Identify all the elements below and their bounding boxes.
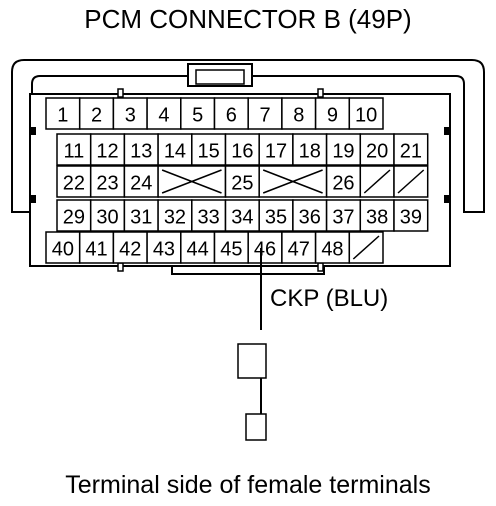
terminal-label: 1 [57,105,68,127]
terminal-21 [393,133,429,166]
terminal-43 [146,231,182,264]
diagram-title: PCM CONNECTOR B (49P) [84,4,412,34]
terminal-label: 26 [332,173,354,195]
terminal-24 [123,165,159,198]
terminal-26 [325,165,362,198]
wire-connector-lower [245,413,267,441]
terminal-label: 9 [327,105,338,127]
terminal-label: 44 [187,239,209,261]
terminal-1 [45,97,81,130]
terminal-13 [123,133,159,166]
terminal-label: 39 [400,207,422,229]
terminal-label: 30 [96,207,118,229]
terminal-label: 12 [96,141,118,163]
terminal-label: 2 [91,105,102,127]
terminal-label: 20 [366,141,388,163]
terminal-label: 29 [63,207,85,229]
terminal-label: 19 [332,141,354,163]
terminal-label: 5 [192,105,203,127]
diagram-caption: Terminal side of female terminals [65,471,431,499]
terminal-label: 45 [220,239,242,261]
terminal-label: 13 [130,141,152,163]
terminal-9 [314,97,351,130]
blocked-cavity-mark [161,169,222,194]
terminal-label: 41 [85,239,107,261]
terminal-label: 31 [130,207,152,229]
terminal-39 [393,199,429,232]
terminal-label: 38 [366,207,388,229]
terminal-label: 33 [198,207,220,229]
terminal-10 [348,97,384,130]
terminal-label: 16 [231,141,253,163]
connector-bottom-lug [171,266,325,275]
lock-nub-right-bottom [444,195,450,203]
unused-cavity-mark [363,169,391,194]
terminal-12 [89,133,126,166]
terminal-label: 8 [293,105,304,127]
connector-latch-inner [195,69,245,85]
terminal-label: 43 [153,239,175,261]
terminal-label: 21 [400,141,422,163]
tick-bottom-left [117,262,124,272]
terminal-label: 23 [96,173,118,195]
terminal-label: 24 [130,173,152,195]
wire-label: CKP (BLU) [270,285,388,312]
blocked-cavity-mark [262,169,323,194]
terminal-14 [157,133,193,166]
terminal-41 [78,231,115,264]
terminal-label: 14 [164,141,186,163]
terminal-label: 18 [299,141,321,163]
terminal-label: 37 [332,207,354,229]
terminal-48 [314,231,351,264]
terminal-label: 47 [288,239,310,261]
terminal-label: 17 [265,141,287,163]
terminal-label: 32 [164,207,186,229]
terminal-label: 11 [63,141,84,163]
terminal-35 [258,199,294,232]
terminal-label: 36 [299,207,321,229]
terminal-30 [89,199,126,232]
terminal-38 [359,199,395,232]
terminal-label: 6 [226,105,237,127]
terminal-label: 48 [321,239,343,261]
terminal-18 [292,133,328,166]
terminal-label: 7 [259,105,270,127]
terminal-label: 3 [125,105,136,127]
terminal-label: 15 [198,141,220,163]
terminal-29 [56,199,92,232]
terminal-label: 34 [231,207,253,229]
terminal-label: 22 [63,173,85,195]
terminal-46 [247,231,283,264]
tick-bottom-right [317,262,324,272]
lock-nub-left-top [30,127,36,135]
terminal-33 [191,199,227,232]
terminal-label: 46 [254,239,276,261]
terminal-7 [247,97,283,130]
terminal-17 [258,133,294,166]
unused-cavity-mark [352,235,380,260]
terminal-label: 4 [158,105,169,127]
unused-cavity-mark [397,169,425,194]
terminal-label: 10 [355,105,377,127]
terminal-label: 42 [119,239,141,261]
terminal-16 [224,133,260,166]
lock-nub-right-top [444,127,450,135]
terminal-label: 40 [52,239,74,261]
terminal-label: 25 [231,173,253,195]
connector-shell [11,59,485,213]
terminal-15 [191,133,227,166]
terminal-label: 35 [265,207,287,229]
terminal-45 [213,231,249,264]
terminal-19 [325,133,362,166]
lock-nub-left-bottom [30,195,36,203]
wire-connector-upper [237,343,267,379]
terminal-36 [292,199,328,232]
tick-top-right [317,88,324,98]
connector-latch [187,63,253,87]
tick-top-left [117,88,124,98]
terminal-31 [123,199,159,232]
